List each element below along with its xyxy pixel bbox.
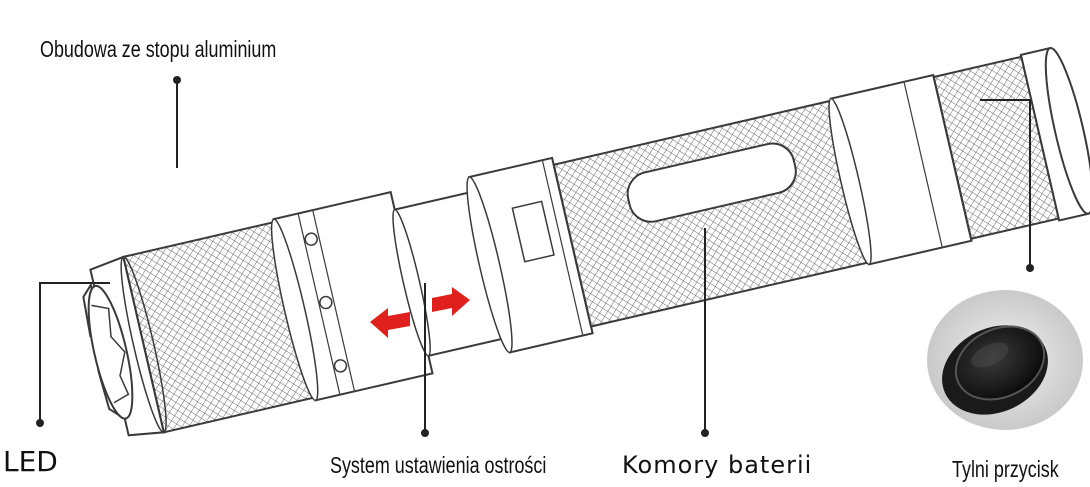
label-focus-system: System ustawienia ostrości [330, 452, 547, 478]
label-tail-button: Tylni przycisk [952, 456, 1059, 482]
tail-button-photo [927, 290, 1083, 430]
leader-led [36, 282, 110, 427]
label-housing: Obudowa ze stopu aluminium [40, 36, 277, 62]
leader-battery [701, 228, 709, 437]
tail-cap [1019, 46, 1090, 222]
leader-housing [173, 76, 181, 168]
front-knurled-housing [120, 220, 317, 434]
leader-button [980, 99, 1034, 272]
battery-tube [552, 99, 870, 328]
tail-ring [828, 73, 973, 266]
label-led: LED [3, 445, 58, 478]
leader-focus [421, 283, 429, 437]
collar-ring [466, 156, 594, 354]
red-double-arrow-icon [370, 287, 470, 338]
label-battery-compartment: Komory baterii [622, 451, 813, 479]
